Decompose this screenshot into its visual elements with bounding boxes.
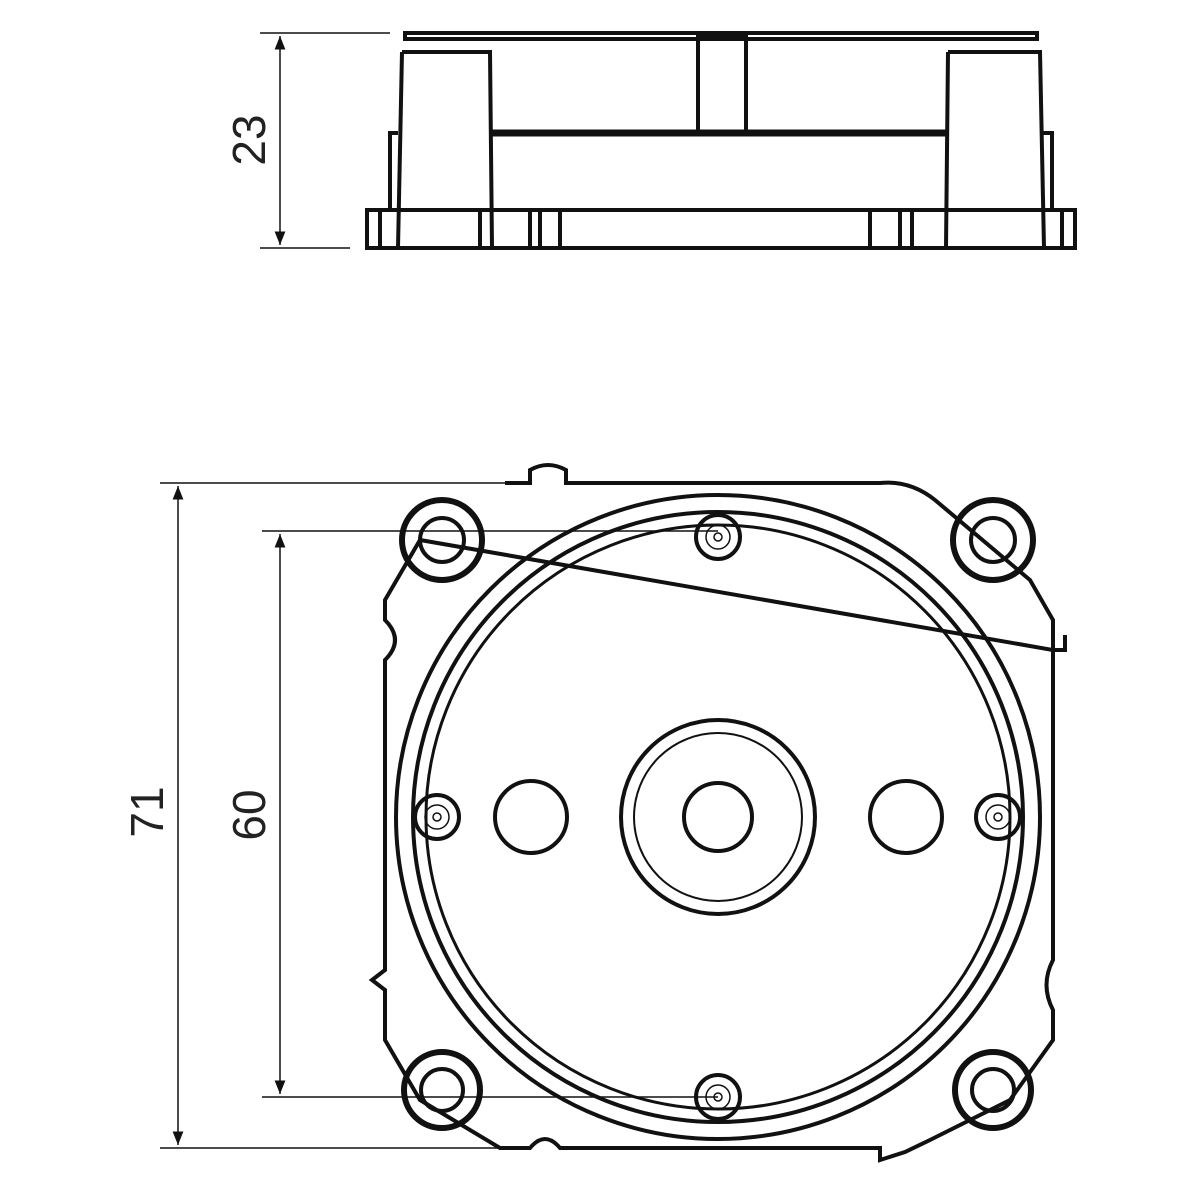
dimension-label-71: 71 (121, 786, 173, 837)
top-view (368, 463, 1067, 1163)
dimension-60: 60 (223, 530, 718, 1098)
corner-lugs (399, 497, 1036, 1131)
dimension-71: 71 (121, 482, 505, 1149)
dimension-label-60: 60 (223, 789, 275, 840)
outer-frame (368, 463, 1067, 1163)
side-hole-right (868, 779, 944, 855)
dimension-label-23: 23 (223, 114, 275, 165)
dimension-23: 23 (223, 32, 390, 249)
side-hole-left (493, 779, 569, 855)
side-view (365, 31, 1077, 250)
screw-bosses (413, 513, 1022, 1121)
